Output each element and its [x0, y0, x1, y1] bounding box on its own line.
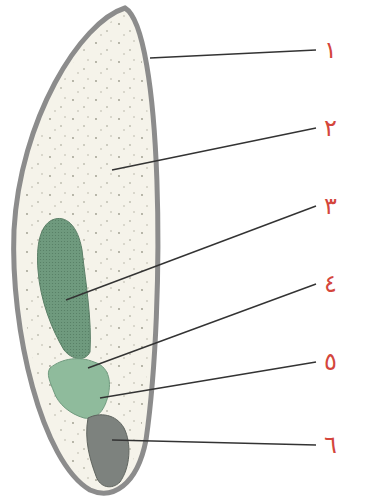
callout-number: ٣	[324, 194, 337, 218]
seed-coat	[14, 8, 158, 493]
endosperm-dots	[21, 14, 152, 486]
callout-number: ٥	[324, 350, 337, 374]
callout-number: ٤	[324, 272, 337, 296]
callout-number: ١	[324, 38, 337, 62]
radicle	[87, 415, 129, 487]
scutellum	[38, 218, 91, 358]
leader-lines	[66, 50, 316, 445]
plumule	[48, 359, 109, 419]
callout-number: ٦	[324, 433, 337, 457]
callout-number: ٢	[324, 116, 337, 140]
